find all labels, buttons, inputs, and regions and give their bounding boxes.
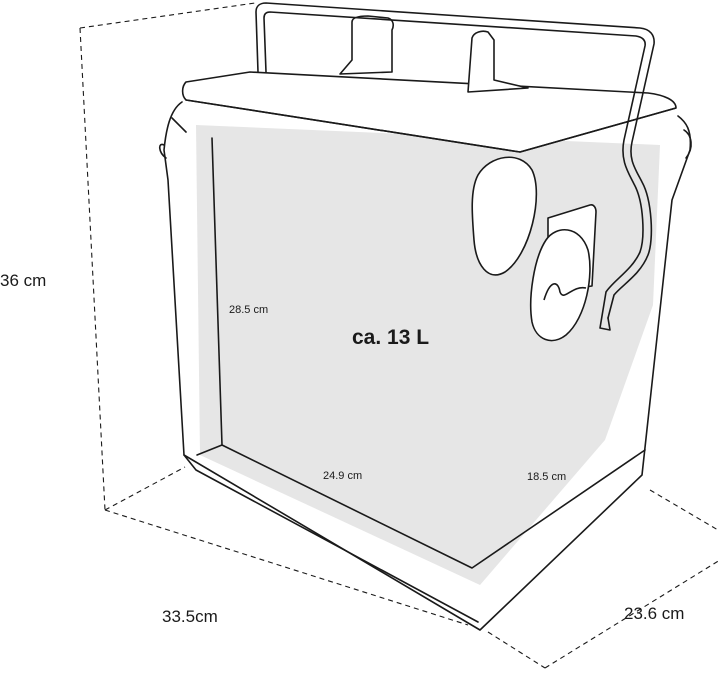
carry-handle [255,2,655,331]
inner-height-label: 28.5 cm [229,304,269,316]
outer-width-label: 33.5cm [162,607,218,626]
inner-width-label: 24.9 cm [323,470,363,482]
outer-height-label: 36 cm [0,271,47,290]
cooler-body [158,101,692,631]
dimension-guides [79,2,720,669]
side-emblem [471,156,597,342]
interior-volume-fill [196,125,660,585]
outer-depth-label: 23.6 cm [624,604,685,623]
capacity-label: ca. 13 L [352,326,430,349]
inner-depth-label: 18.5 cm [527,471,567,483]
cooler-lid [181,15,677,153]
